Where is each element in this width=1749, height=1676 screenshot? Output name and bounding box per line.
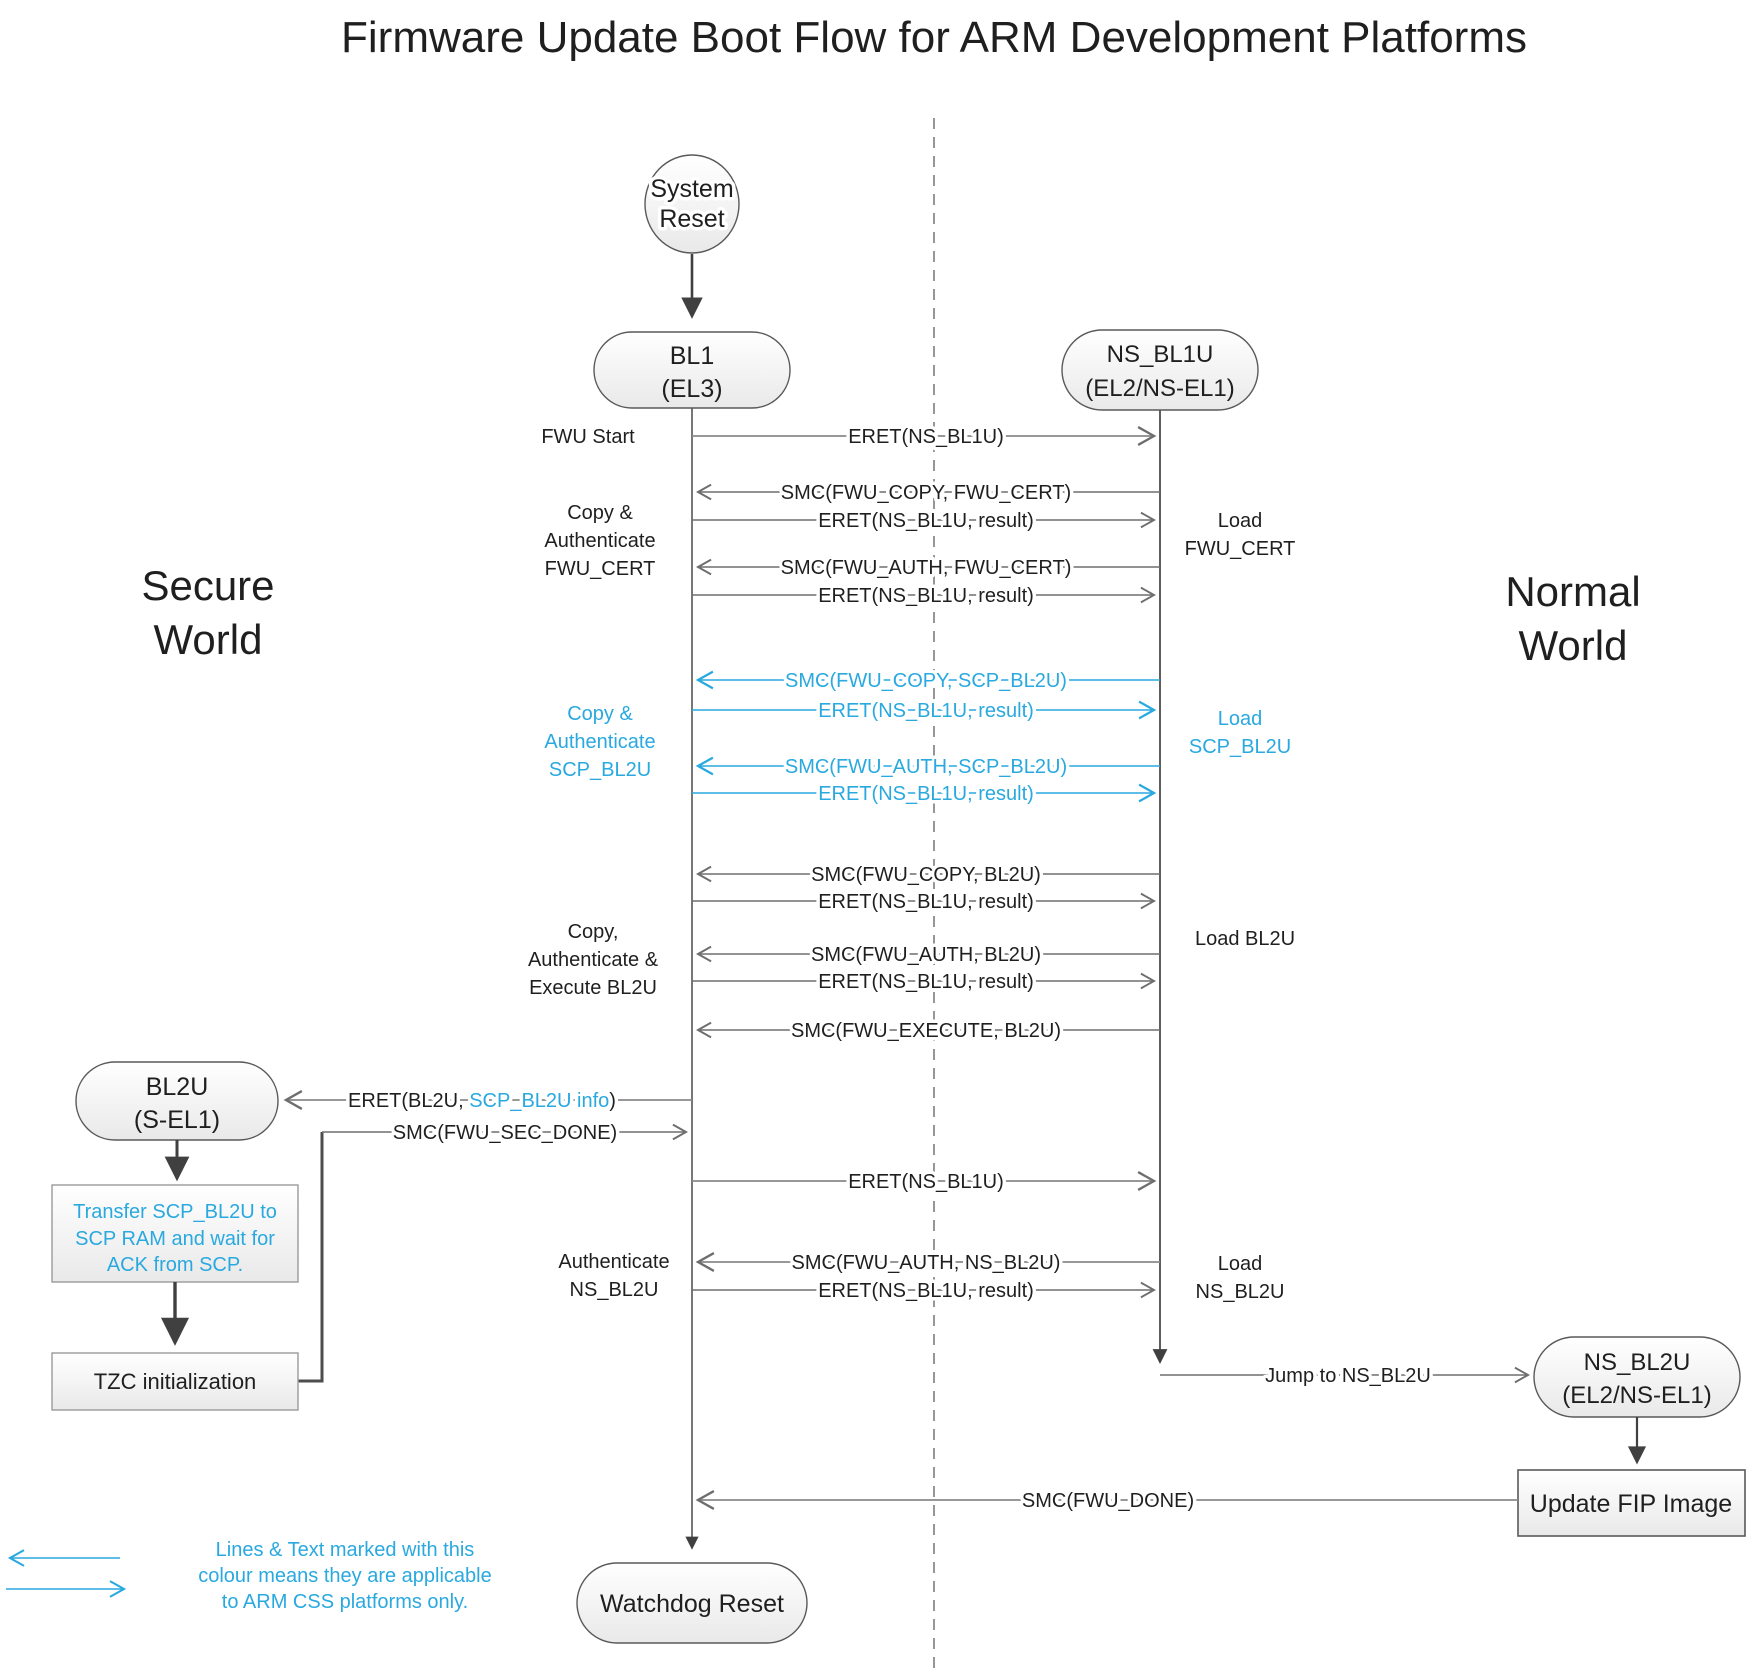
label-copy-auth-exec-bl2u: Copy, Authenticate & Execute BL2U <box>524 918 662 1003</box>
svg-text:Transfer SCP_BL2U to: Transfer SCP_BL2U to <box>73 1201 277 1223</box>
svg-text:Secure: Secure <box>141 562 274 609</box>
label-copy-auth-scp-bl2u: Copy & Authenticate SCP_BL2U <box>541 700 659 785</box>
msg-smc-auth-fwu-cert: SMC(FWU_AUTH, FWU_CERT) <box>781 557 1072 579</box>
svg-text:Reset: Reset <box>659 205 724 233</box>
svg-text:colour means they are applicab: colour means they are applicable <box>198 1565 492 1587</box>
svg-text:Update FIP Image: Update FIP Image <box>1530 1490 1732 1518</box>
msg-smc-execute-bl2u: SMC(FWU_EXECUTE, BL2U) <box>791 1020 1061 1042</box>
tzc-to-smc-elbow <box>298 1132 324 1383</box>
label-authenticate-ns-bl2u: Authenticate NS_BL2U <box>555 1248 673 1305</box>
svg-text:NS_BL2U: NS_BL2U <box>1584 1349 1691 1376</box>
svg-text:(EL2/NS-EL1): (EL2/NS-EL1) <box>1085 375 1234 402</box>
label-fwu-start: FWU Start <box>541 426 635 448</box>
svg-text:Load: Load <box>1218 708 1263 730</box>
msg-eret-result-4: ERET(NS_BL1U, result) <box>818 971 1034 993</box>
svg-text:to ARM CSS platforms only.: to ARM CSS platforms only. <box>222 1591 468 1613</box>
svg-text:Load: Load <box>1218 1253 1263 1275</box>
svg-text:NS_BL2U: NS_BL2U <box>1196 1281 1285 1303</box>
node-update-fip-image: Update FIP Image <box>1517 1469 1746 1537</box>
msg-eret-result-2: ERET(NS_BL1U, result) <box>818 585 1034 607</box>
msg-eret-bl2u: ERET(BL2U, SCP_BL2U info) <box>348 1090 616 1112</box>
svg-text:Copy,: Copy, <box>568 921 619 943</box>
node-tzc-initialization: TZC initialization <box>51 1352 299 1411</box>
svg-text:ACK from SCP.: ACK from SCP. <box>107 1254 243 1276</box>
svg-text:Authenticate: Authenticate <box>544 731 655 753</box>
svg-text:Load: Load <box>1218 510 1263 532</box>
msg-eret-result-5: ERET(NS_BL1U, result) <box>818 1280 1034 1302</box>
svg-text:System: System <box>650 175 733 203</box>
msg-eret-result-1: ERET(NS_BL1U, result) <box>818 510 1034 532</box>
svg-text:Copy &: Copy & <box>567 703 633 725</box>
msg-smc-copy-scp-bl2u: SMC(FWU_COPY, SCP_BL2U) <box>785 670 1067 692</box>
normal-world-label: Normal World <box>1505 568 1640 669</box>
label-load-bl2u: Load BL2U <box>1195 928 1295 950</box>
msg-smc-copy-fwu-cert: SMC(FWU_COPY, FWU_CERT) <box>781 482 1071 504</box>
msg-eret-result-blue-1: ERET(NS_BL1U, result) <box>818 700 1034 722</box>
node-transfer-scp-bl2u: Transfer SCP_BL2U to SCP RAM and wait fo… <box>51 1184 299 1283</box>
node-watchdog-reset: Watchdog Reset <box>576 1562 808 1644</box>
label-load-fwu-cert: Load FWU_CERT <box>1185 510 1296 560</box>
svg-text:World: World <box>1519 622 1628 669</box>
msg-smc-auth-bl2u: SMC(FWU_AUTH, BL2U) <box>811 944 1041 966</box>
secure-world-label: Secure World <box>141 562 274 663</box>
msg-smc-auth-ns-bl2u: SMC(FWU_AUTH, NS_BL2U) <box>792 1252 1061 1274</box>
label-copy-auth-fwu-cert: Copy & Authenticate FWU_CERT <box>541 499 659 584</box>
svg-text:SCP_BL2U: SCP_BL2U <box>549 759 651 781</box>
msg-eret-2: ERET(NS_BL1U) <box>848 1171 1004 1193</box>
label-load-scp-bl2u: Load SCP_BL2U <box>1189 708 1291 758</box>
svg-text:(S-EL1): (S-EL1) <box>134 1106 220 1134</box>
svg-text:BL1: BL1 <box>670 342 714 370</box>
svg-text:TZC initialization: TZC initialization <box>94 1369 257 1394</box>
svg-text:NS_BL2U: NS_BL2U <box>570 1279 659 1301</box>
msg-smc-copy-bl2u: SMC(FWU_COPY, BL2U) <box>811 864 1041 886</box>
svg-text:FWU_CERT: FWU_CERT <box>1185 538 1296 560</box>
svg-text:SCP_BL2U: SCP_BL2U <box>1189 736 1291 758</box>
svg-text:Copy &: Copy & <box>567 502 633 524</box>
svg-text:FWU_CERT: FWU_CERT <box>545 558 656 580</box>
msg-smc-fwu-done: SMC(FWU_DONE) <box>1022 1490 1194 1512</box>
msg-eret-1: ERET(NS_BL1U) <box>848 426 1004 448</box>
diagram-title: Firmware Update Boot Flow for ARM Develo… <box>341 13 1527 62</box>
svg-text:(EL3): (EL3) <box>661 375 722 403</box>
msg-eret-result-blue-2: ERET(NS_BL1U, result) <box>818 783 1034 805</box>
svg-text:(EL2/NS-EL1): (EL2/NS-EL1) <box>1562 1382 1711 1409</box>
svg-text:BL2U: BL2U <box>146 1073 209 1101</box>
svg-text:NS_BL1U: NS_BL1U <box>1107 341 1214 368</box>
node-bl2u: BL2U (S-EL1) <box>75 1061 279 1141</box>
svg-text:Authenticate: Authenticate <box>544 530 655 552</box>
legend: Lines & Text marked with this colour mea… <box>6 1539 492 1613</box>
msg-eret-result-3: ERET(NS_BL1U, result) <box>818 891 1034 913</box>
legend-text: Lines & Text marked with this <box>216 1539 475 1561</box>
svg-text:Normal: Normal <box>1505 568 1640 615</box>
msg-jump-ns-bl2u: Jump to NS_BL2U <box>1265 1365 1431 1387</box>
svg-text:Watchdog Reset: Watchdog Reset <box>600 1590 784 1618</box>
label-load-ns-bl2u: Load NS_BL2U <box>1196 1253 1285 1303</box>
msg-smc-auth-scp-bl2u: SMC(FWU_AUTH, SCP_BL2U) <box>785 756 1067 778</box>
node-ns-bl2u: NS_BL2U (EL2/NS-EL1) <box>1533 1336 1741 1418</box>
svg-text:Authenticate &: Authenticate & <box>528 949 659 971</box>
msg-smc-sec-done: SMC(FWU_SEC_DONE) <box>393 1122 617 1144</box>
svg-text:SCP RAM and wait for: SCP RAM and wait for <box>75 1228 275 1250</box>
svg-text:Authenticate: Authenticate <box>558 1251 669 1273</box>
node-bl1: BL1 (EL3) <box>593 331 791 409</box>
svg-text:Execute BL2U: Execute BL2U <box>529 977 657 999</box>
svg-text:World: World <box>154 616 263 663</box>
node-system-reset: System Reset <box>644 154 740 254</box>
node-ns-bl1u: NS_BL1U (EL2/NS-EL1) <box>1061 329 1259 411</box>
